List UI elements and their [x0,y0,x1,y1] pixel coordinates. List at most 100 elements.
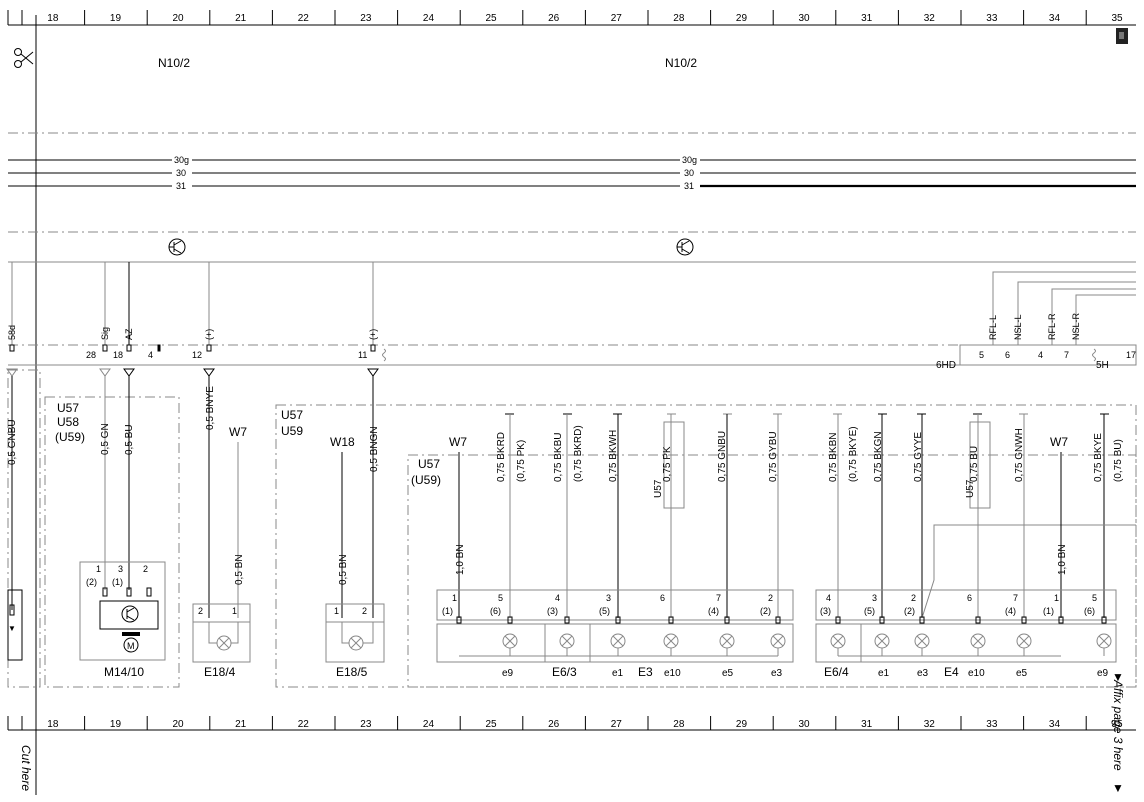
wire-label-bnye: 0,5 BNYE [205,386,216,430]
rc-pin-17: 17 [1126,350,1136,360]
top-ruler-col-26: 26 [548,13,560,24]
top-ruler-col-35: 35 [1112,13,1124,24]
scissors-icon [14,48,34,68]
e3-lamp-3 [663,633,679,656]
wire-label-gnbu: 0,5 GNBU [7,419,18,465]
lamp-wire-main-6: 0,75 BKBN [828,433,839,482]
e3-lamp-2 [610,633,626,656]
lamp-wire-alt-3: U57 [653,479,664,498]
group2-u59: U59 [281,424,303,438]
wire-label-bn1: 0,5 BN [234,554,245,585]
group1-u58: U58 [57,415,79,429]
group3-u57: U57 [418,457,440,471]
lamp-wire-alt-9: U57 [965,479,976,498]
lamp-wire-main-10: 0,75 GNWH [1014,428,1025,482]
e3-pin-1: 1 [452,593,457,603]
e4-lamp-label-1: e1 [878,668,890,679]
e4-lamp-label-4: e10 [968,668,985,679]
signal-nsl-r: NSL-R [1071,312,1081,340]
bottom-ruler-col-27: 27 [611,719,623,730]
top-ruler-col-21: 21 [235,13,247,24]
lamp-wire-main-8: 0,75 GYYE [913,432,924,482]
e3-lamp-label-1: E6/3 [552,665,577,679]
top-ruler-col-22: 22 [298,13,310,24]
e3-pin-alt-5: (2) [760,606,771,616]
lamp-wire-main-9: 0,75 BU [969,446,980,482]
top-ruler-col-33: 33 [986,13,998,24]
connector-5h: 5H [1096,360,1109,371]
e18-5-name: E18/5 [336,665,368,679]
lamp-wire-main-7: 0,75 BKGN [873,431,884,482]
motor-m-label: M [127,641,135,651]
e4-pin-6: 6 [967,593,972,603]
e3-lamp-5 [770,633,786,656]
e3-pin-alt-3: (5) [599,606,610,616]
signal-nsl-l: NSL-L [1013,314,1023,340]
signal-sig: Sig [100,327,110,340]
bottom-ruler-col-29: 29 [736,719,748,730]
e18-5-pin-2: 2 [362,606,367,616]
bottom-ruler-col-23: 23 [360,719,372,730]
lamp-wire-main-1: 0,75 BKBU [553,433,564,482]
wire-label-w7c: W7 [1050,435,1068,449]
motor-m14-10: 1 3 2 (2) (1) M M14/10 [79,561,166,679]
wire-label-bn4: 1,0 BN [1057,544,1068,575]
e4-lamp-4 [1016,633,1032,656]
e3-pin-alt-1: (6) [490,606,501,616]
e3-pin-alt-4: (4) [708,606,719,616]
e4-lamp-label-3: E4 [944,665,959,679]
top-ruler-col-19: 19 [110,13,122,24]
bus-label-30-left: 30 [176,168,186,178]
top-ruler-col-23: 23 [360,13,372,24]
e18-4-pin-1: 1 [232,606,237,616]
e3-lamp-4 [719,633,735,656]
top-ruler-col-29: 29 [736,13,748,24]
bus-label-31-left: 31 [176,181,186,191]
top-ruler-col-28: 28 [673,13,685,24]
e3-pin-4: 4 [555,593,560,603]
e4-pin-alt-4: (1) [1043,606,1054,616]
e4-lamp-0 [830,633,846,656]
e3-lamp-label-2: e1 [612,668,624,679]
e3-pin-3: 3 [606,593,611,603]
e3-lamp-0 [502,633,518,656]
top-ruler-col-32: 32 [924,13,936,24]
affix-arrow-bottom: ▼ [1112,781,1124,795]
motor-name: M14/10 [104,665,144,679]
signal-rfl-r: RFL-R [1047,313,1057,340]
motor-pin-2: 2 [143,564,148,574]
e18-4-pin-2: 2 [198,606,203,616]
e18-5-pin-1: 1 [334,606,339,616]
bottom-ruler-col-21: 21 [235,719,247,730]
e4-pin-alt-2: (2) [904,606,915,616]
wire-label-w18: W18 [330,435,355,449]
wire-label-gn: 0,5 GN [100,423,111,455]
bottom-ruler-col-24: 24 [423,719,435,730]
lamp-wire-main-0: 0,75 BKRD [496,432,507,482]
pin-18: 18 [113,350,123,360]
e4-lamp-3 [970,633,986,656]
rc-pin-5: 5 [979,350,984,360]
e4-pin-1: 1 [1054,593,1059,603]
e3-lamp-label-5: e5 [722,668,734,679]
top-ruler-col-30: 30 [799,13,811,24]
wire-label-w7a: W7 [229,425,247,439]
rc-pin-6: 6 [1005,350,1010,360]
e3-wires [505,413,782,618]
top-ruler-col-20: 20 [173,13,185,24]
bottom-ruler-col-20: 20 [173,719,185,730]
lamp-wire-main-3: 0,75 PK [662,446,673,482]
lamp-e18-4: 2 1 E18/4 [192,603,251,679]
e18-4-name: E18/4 [204,665,236,679]
e4-lamp-1 [874,633,890,656]
bottom-ruler-col-35: 35 [1112,719,1124,730]
bottom-ruler-col-28: 28 [673,719,685,730]
e3-pin-5: 5 [498,593,503,603]
e4-pin-4: 4 [826,593,831,603]
signal-plus-1: (+) [204,329,214,340]
wire-label-w7b: W7 [449,435,467,449]
